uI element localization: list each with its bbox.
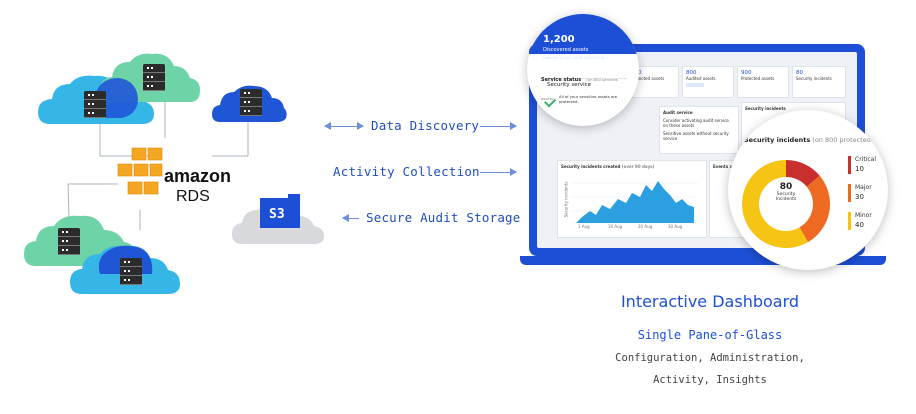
sensitive-text: All of your sensitive assets are protect… [559,94,618,104]
chart-title-text: Security incidents created [561,164,621,169]
laptop-base [520,256,886,265]
legend-swatch-major [848,184,851,202]
x-tick: 20 Aug [638,224,653,229]
activity-collection-arrow [480,168,517,176]
audit-service-card: Audit service Consider activating audit … [659,106,739,154]
stat-label: Audited assets [686,76,716,81]
database-icon [58,228,80,255]
dashboard-subheading: Single Pane-of-Glass [637,328,783,342]
last-run: Last run: Jun 22, 10:01 AM(UTC+0) [543,56,605,60]
legend-label: Critical [855,156,876,163]
discovered-label: Discovered assets [543,47,589,53]
activity-collection-label: Activity Collection [333,164,480,179]
stat-value: 900 [741,70,752,76]
s3-bucket-icon [260,194,300,228]
audit-service-title: Audit service [663,110,693,115]
security-incidents-magnifier: Security incidents (on 800 protected ass… [728,110,888,270]
database-icon [84,91,106,118]
legend-swatch-critical [848,156,851,174]
dashboard-caption-line1: Configuration, Administration, [615,352,805,364]
secure-audit-arrow [342,214,359,222]
legend-value: 10 [855,165,864,173]
incidents-subtitle: (on 800 protected assets) [812,136,888,144]
incidents-donut-chart [741,160,831,248]
data-discovery-arrow-right [480,122,517,130]
donut-center: 80 Security Incidents [766,182,806,202]
legend-value: 30 [855,193,864,201]
stat-label: Protected assets [741,76,775,81]
database-icon [120,258,142,285]
data-discovery-label: Data Discovery [371,118,480,133]
chart-ylabel: Security incidents [563,181,569,218]
service-status-row: Service status (on 800 services assets) [541,66,627,101]
audit-service-text: Consider activating audit service on the… [663,118,729,128]
donut-center-label: Security Incidents [775,192,797,202]
discovered-assets-magnifier: 1,200 Discovered assets Last run: Jun 22… [527,14,639,126]
legend-label: Major [855,184,872,191]
stat-label: Security incidents [796,76,832,81]
dashboard-caption-line2: Activity, Insights [653,374,767,386]
rds-label: RDS [176,188,210,205]
legend-swatch-minor [848,212,851,230]
audit-service-row: Sensitive assets without security servic… [663,131,729,141]
donut-slice-minor [741,160,808,248]
s3-label: S3 [269,207,285,222]
aws-boxes-icon [117,147,163,195]
donut-total: 80 [779,182,793,192]
incidents-area-chart: 1 Aug 10 Aug 20 Aug 30 Aug [572,181,698,229]
stat-value: 800 [686,70,697,76]
stat-tag [686,83,704,87]
service-status-sub: (on 800 services assets) [541,77,618,101]
stat-card: 900 Protected assets [737,66,789,98]
incidents-chart-card: Security incidents created (over 90 days… [557,160,707,238]
aws-logo-word: amazon [164,166,232,186]
database-icon [143,64,165,91]
dashboard-heading: Interactive Dashboard [620,292,800,311]
data-discovery-arrow-left [324,122,364,130]
stat-value: 80 [796,70,803,76]
incidents-heading: Security incidents (on 800 protected ass… [744,136,888,144]
incidents-mini-title: Security incidents [745,106,786,111]
legend-value: 40 [855,221,864,229]
incidents-title: Security incidents [744,136,811,144]
chart-title: Security incidents created (over 90 days… [558,161,706,172]
x-tick: 10 Aug [608,224,623,229]
legend-label: Minor [855,212,872,219]
donut-slice-critical [786,160,820,187]
chart-subtitle: (over 90 days) [621,164,655,169]
donut-slice-major [799,175,831,243]
service-status: Service status [541,77,582,83]
stat-label: Protected assets [631,76,665,81]
x-tick: 30 Aug [668,224,683,229]
security-service-title: Security service [547,82,592,88]
stat-card: 800 Audited assets [682,66,734,98]
database-icon [240,89,262,116]
discovered-header: 1,200 Discovered assets [527,14,639,54]
x-tick: 1 Aug [578,224,590,229]
stat-card: 80 Security incidents [792,66,846,98]
discovered-count: 1,200 [543,34,575,45]
secure-audit-storage-label: Secure Audit Storage [366,210,521,225]
